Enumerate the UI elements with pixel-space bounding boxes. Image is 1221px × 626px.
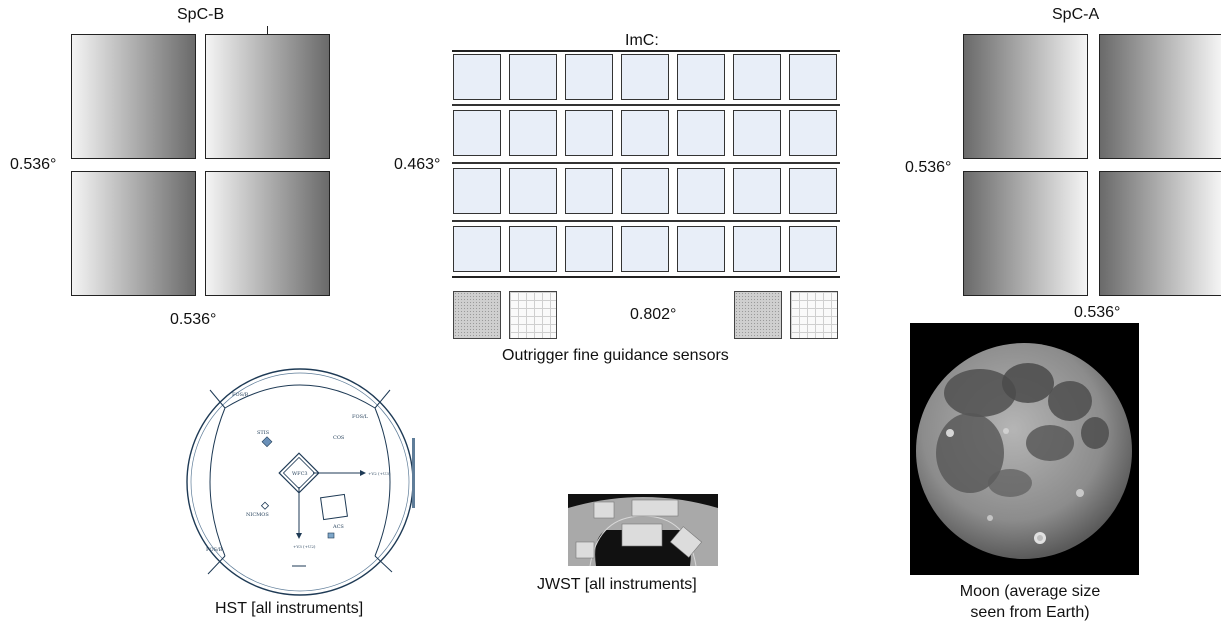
imc-detector [789, 54, 837, 100]
spc-b-detector-br [205, 171, 330, 296]
spc-a-detector-tl [963, 34, 1088, 159]
spc-b-width-label: 0.536° [170, 311, 217, 328]
hst-label-v2: +V2 (+U3) [368, 471, 391, 476]
imc-row-divider [452, 162, 840, 164]
spc-b-detector-bl [71, 171, 196, 296]
imc-detector [509, 110, 557, 156]
imc-detector [789, 226, 837, 272]
imc-detector [677, 168, 725, 214]
imc-detector [621, 110, 669, 156]
moon-caption-line1: Moon (average size [959, 583, 1101, 600]
imc-detector [677, 110, 725, 156]
moon-image [910, 323, 1139, 575]
fgs-caption: Outrigger fine guidance sensors [502, 347, 729, 364]
spc-a-detector-bl [963, 171, 1088, 296]
hst-label-fos-l: FOS/L [352, 414, 369, 420]
imc-detector [621, 226, 669, 272]
imc-detector [453, 110, 501, 156]
imc-detector [789, 168, 837, 214]
imc-detector [677, 54, 725, 100]
imc-detector [565, 226, 613, 272]
imc-detector [509, 54, 557, 100]
imc-detector [453, 226, 501, 272]
spc-a-detector-tr [1099, 34, 1221, 159]
spc-b-detector-tl [71, 34, 196, 159]
imc-title: ImC: [625, 32, 659, 49]
hst-label-fos-b: FOS/B [206, 547, 223, 553]
spc-b-detector-tr [205, 34, 330, 159]
imc-detector [565, 168, 613, 214]
fgs-sensor-right-b [790, 291, 838, 339]
imc-detector [565, 110, 613, 156]
hst-focal-plane-diagram: FOS/R FOS/L STIS COS WFC3 +V2 (+U3) NICM… [186, 368, 415, 596]
spc-a-height-label: 0.536° [905, 159, 952, 176]
fgs-sensor-left-a [453, 291, 501, 339]
imc-detector [677, 226, 725, 272]
imc-detector [621, 168, 669, 214]
imc-height-label: 0.463° [394, 156, 441, 173]
imc-detector [509, 168, 557, 214]
imc-focal-plane [452, 50, 840, 278]
spc-b-height-label: 0.536° [10, 156, 57, 173]
hst-label-fos-r: FOS/R [232, 392, 249, 398]
imc-detector [789, 110, 837, 156]
fgs-sensor-left-b [509, 291, 557, 339]
jwst-focal-plane-diagram [568, 494, 718, 566]
imc-detector [453, 168, 501, 214]
moon-caption-line2: seen from Earth) [970, 604, 1090, 621]
spc-a-detector-br [1099, 171, 1221, 296]
spc-a-title: SpC-A [1052, 6, 1100, 23]
imc-detector [733, 226, 781, 272]
hst-label-cos: COS [333, 435, 345, 441]
hst-label-stis: STIS [257, 430, 270, 436]
fgs-sensor-right-a [734, 291, 782, 339]
hst-label-acs: ACS [332, 524, 344, 530]
hst-label-wfc3: WFC3 [292, 471, 308, 477]
imc-detector [565, 54, 613, 100]
spc-b-title: SpC-B [177, 6, 225, 23]
imc-width-label: 0.802° [630, 306, 677, 323]
imc-detector [733, 54, 781, 100]
imc-row-divider [452, 104, 840, 106]
imc-detector [621, 54, 669, 100]
hst-label-v3: +V3 (+U2) [293, 544, 316, 549]
imc-detector [733, 110, 781, 156]
hst-caption: HST [all instruments] [215, 600, 364, 617]
jwst-caption: JWST [all instruments] [537, 576, 697, 593]
imc-row-divider [452, 220, 840, 222]
spc-b-tick [267, 26, 268, 36]
imc-detector [733, 168, 781, 214]
hst-label-nicmos: NICMOS [246, 512, 269, 518]
imc-detector [509, 226, 557, 272]
spc-a-width-label: 0.536° [1074, 304, 1121, 321]
imc-detector [453, 54, 501, 100]
